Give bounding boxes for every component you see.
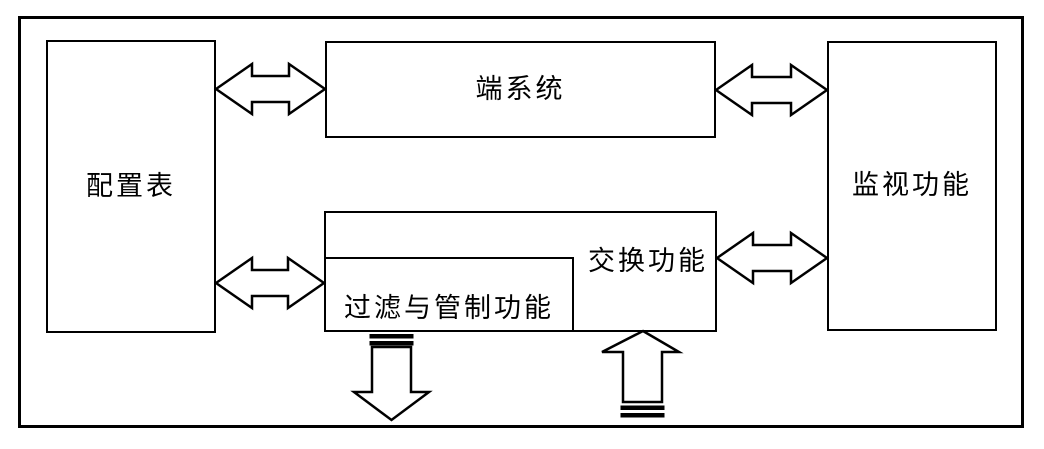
box-end-system: 端系统 [325, 41, 716, 138]
config-table-label: 配置表 [86, 170, 176, 201]
box-monitor-function: 监视功能 [827, 41, 997, 331]
filter-control-function-label: 过滤与管制功能 [344, 292, 554, 323]
monitor-function-label: 监视功能 [852, 170, 972, 201]
box-filter-control-function: 过滤与管制功能 [324, 257, 574, 332]
end-system-label: 端系统 [475, 73, 566, 104]
switch-function-label: 交换功能 [588, 246, 708, 277]
switch-function-label-region: 交换功能 [578, 246, 718, 278]
box-config-table: 配置表 [46, 40, 216, 333]
